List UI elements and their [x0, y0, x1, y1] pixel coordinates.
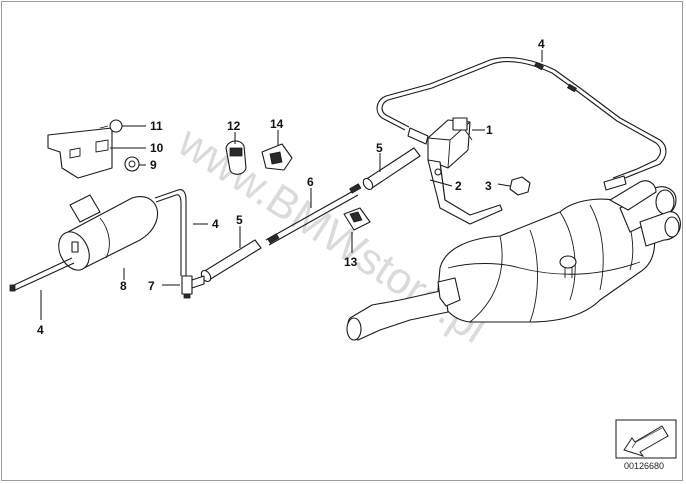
callout-6: 6 [307, 175, 314, 189]
callout-7: 7 [148, 279, 155, 293]
clip [343, 207, 371, 231]
callout-4-center: 4 [212, 217, 219, 231]
callout-14: 14 [270, 117, 284, 131]
leader-lines [40, 50, 543, 320]
callout-8: 8 [120, 279, 127, 293]
hose-line-left [9, 257, 75, 292]
hose-clamp [225, 140, 247, 175]
converter-bracket [427, 159, 503, 225]
connecting-line [265, 183, 362, 246]
direction-arrow-icon [615, 419, 677, 459]
callout-13: 13 [344, 255, 358, 269]
holder-plate [47, 127, 113, 179]
callout-11: 11 [150, 119, 163, 133]
callout-5-right: 5 [376, 141, 383, 155]
callout-1: 1 [486, 123, 493, 137]
exhaust-muffler [346, 180, 681, 341]
hose-sleeve-center [200, 239, 262, 283]
callout-labels: 1 2 3 4 4 4 5 5 6 7 8 9 10 11 12 13 14 [37, 37, 545, 337]
grommet [124, 156, 140, 172]
holder-clip [261, 143, 293, 171]
callout-2: 2 [455, 179, 462, 193]
vacuum-reservoir [58, 194, 158, 271]
hose-line-center [154, 189, 187, 276]
pressure-converter [407, 117, 473, 169]
connector [181, 275, 205, 299]
hose-line-right [376, 57, 667, 191]
hose-sleeve-right [362, 147, 421, 191]
callout-10: 10 [150, 141, 164, 155]
callout-9: 9 [150, 158, 157, 172]
callout-3: 3 [485, 179, 492, 193]
callout-12: 12 [227, 119, 241, 133]
hex-nut [509, 176, 531, 196]
diagram-id: 00126680 [624, 461, 664, 471]
callout-4-left: 4 [37, 323, 44, 337]
callout-5-center: 5 [236, 213, 243, 227]
callout-4-right: 4 [538, 37, 545, 51]
